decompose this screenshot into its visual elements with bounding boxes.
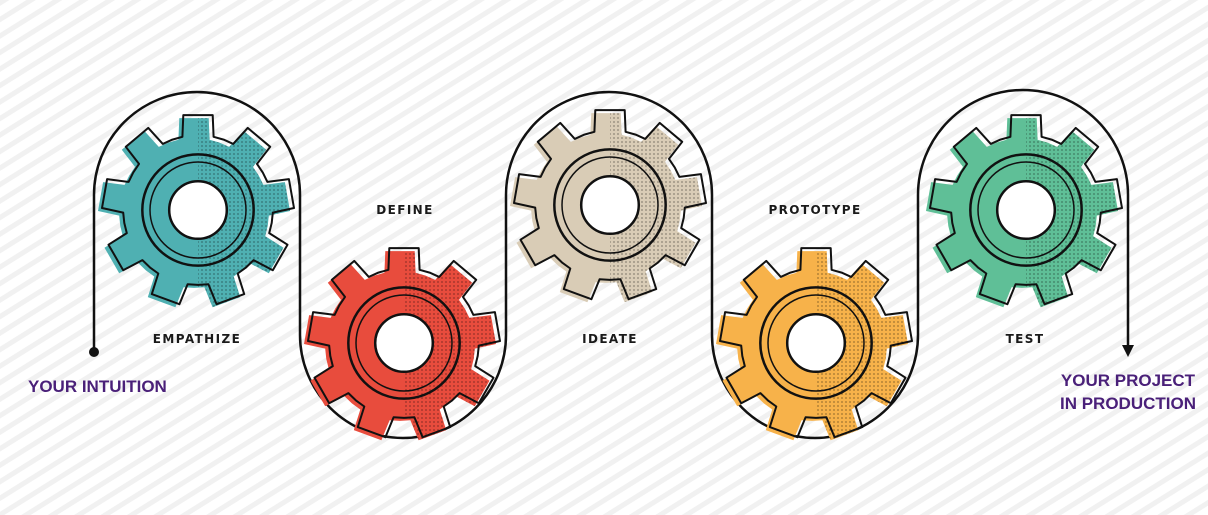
stage-label-test: TEST bbox=[1006, 332, 1045, 346]
gear-ideate-icon bbox=[510, 109, 707, 303]
gear-empathize-icon bbox=[98, 114, 295, 308]
gear-test-icon bbox=[926, 114, 1123, 308]
gear-define-icon bbox=[304, 247, 501, 441]
process-path bbox=[92, 88, 1130, 440]
gear-prototype-icon bbox=[716, 247, 913, 441]
end-label-line-2: IN PRODUCTION bbox=[1060, 394, 1196, 413]
start-label: YOUR INTUITION bbox=[28, 377, 167, 396]
end-arrow bbox=[1122, 345, 1134, 357]
start-dot bbox=[89, 347, 99, 357]
stage-label-empathize: EMPATHIZE bbox=[153, 332, 241, 346]
stage-label-prototype: PROTOTYPE bbox=[768, 203, 861, 217]
stage-label-define: DEFINE bbox=[376, 203, 433, 217]
end-label-line-1: YOUR PROJECT bbox=[1061, 371, 1196, 390]
stage-label-ideate: IDEATE bbox=[582, 332, 638, 346]
